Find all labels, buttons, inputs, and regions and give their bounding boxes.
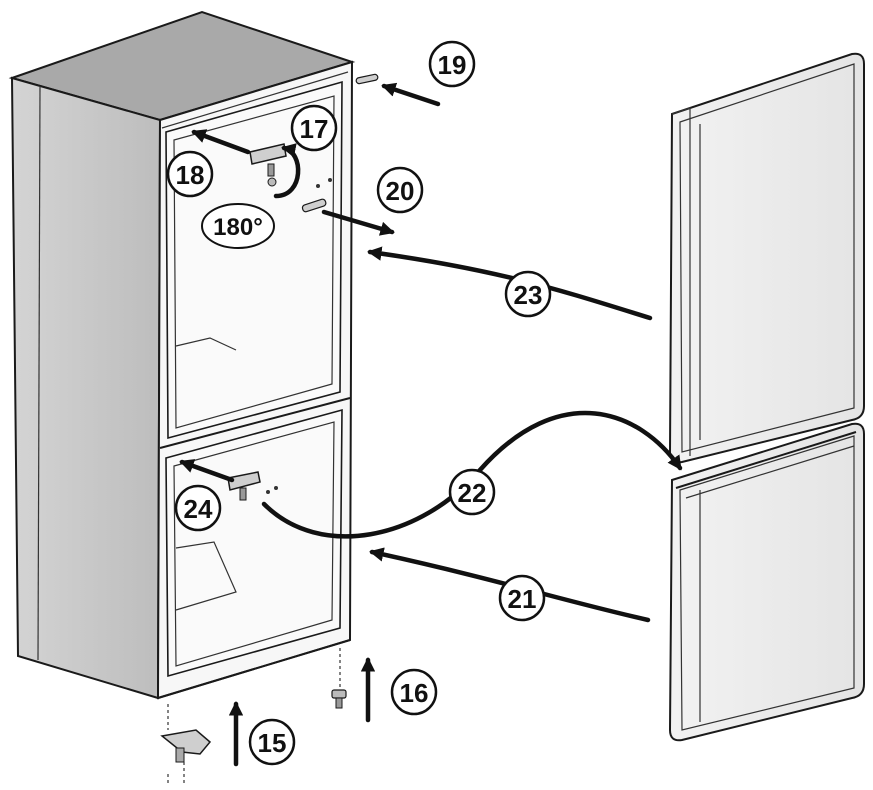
- callout-20: 20: [376, 166, 424, 214]
- callout-22: 22: [448, 468, 496, 516]
- callout-23: 23: [504, 270, 552, 318]
- middle-hinge: [227, 471, 261, 501]
- svg-text:15: 15: [258, 728, 287, 758]
- arrow-22: [261, 410, 683, 539]
- svg-text:24: 24: [184, 494, 213, 524]
- arrow-20: [321, 209, 395, 236]
- bottom-hinge: [160, 704, 212, 784]
- callout-24: 24: [174, 484, 222, 532]
- hinge-cover-plug-19: [355, 73, 379, 85]
- upper-door: [668, 52, 865, 464]
- callout-16: 16: [390, 668, 438, 716]
- arrow-18: [191, 129, 251, 155]
- svg-text:23: 23: [514, 280, 543, 310]
- svg-text:17: 17: [300, 114, 329, 144]
- arrow-19: [381, 82, 441, 107]
- leveling-foot: [331, 648, 347, 709]
- callout-18: 18: [166, 150, 214, 198]
- callout-19: 19: [428, 40, 476, 88]
- callout-21: 21: [498, 574, 546, 622]
- freezer-compartment-opening: [165, 408, 343, 678]
- callout-15: 15: [248, 718, 296, 766]
- svg-text:19: 19: [438, 50, 467, 80]
- svg-text:21: 21: [508, 584, 537, 614]
- svg-text:22: 22: [458, 478, 487, 508]
- svg-text:16: 16: [400, 678, 429, 708]
- rotation-label: 180°: [201, 203, 275, 249]
- arrow-24: [179, 459, 235, 483]
- hinge-cover-plug-20: [301, 198, 327, 213]
- callout-17: 17: [290, 104, 338, 152]
- svg-text:20: 20: [386, 176, 415, 206]
- arrow-rotate-17: [273, 143, 301, 199]
- cabinet-side: [10, 76, 162, 700]
- lower-door: [668, 422, 865, 742]
- upper-hinge: [249, 143, 287, 187]
- svg-text:180°: 180°: [213, 214, 263, 241]
- svg-text:18: 18: [176, 160, 205, 190]
